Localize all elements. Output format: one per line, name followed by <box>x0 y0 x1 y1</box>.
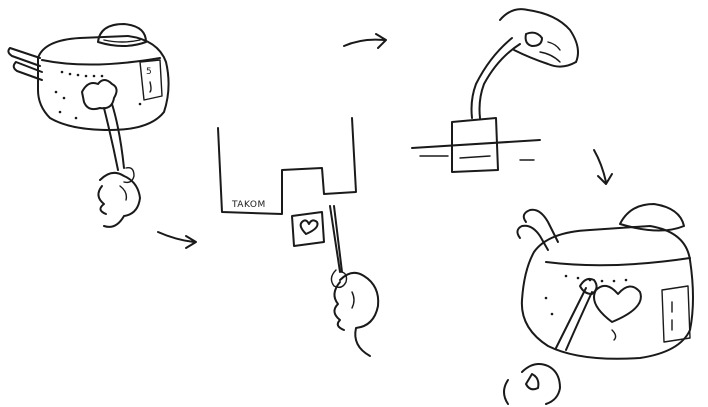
heart-decal-icon <box>593 284 642 323</box>
step-1-wipe-turret: 5 <box>7 23 170 228</box>
hand-icon <box>503 363 561 405</box>
scissors-icon <box>329 205 348 289</box>
water-dip-icon <box>411 117 541 173</box>
arrow-icon <box>343 33 387 49</box>
step-3-dip-decal <box>411 8 579 173</box>
turret-icon <box>516 203 694 360</box>
heart-decal-icon <box>291 211 325 247</box>
decal-sheet-label: TAKOM <box>231 200 266 210</box>
arrow-icon <box>593 149 613 185</box>
tweezers-icon <box>103 103 135 184</box>
tweezers-icon <box>555 277 598 351</box>
hand-icon <box>499 8 579 68</box>
decal-sheet-icon: TAKOM <box>217 117 357 215</box>
arrow-icon <box>157 231 197 249</box>
cloth-icon <box>81 79 118 111</box>
svg-text:5: 5 <box>146 67 152 77</box>
step-4-apply-decal <box>503 203 694 405</box>
hand-icon <box>97 171 141 228</box>
hand-icon <box>333 271 380 357</box>
turret-icon: 5 <box>7 23 170 131</box>
tweezers-icon <box>470 37 521 119</box>
step-2-cut-decal: TAKOM <box>217 117 380 357</box>
